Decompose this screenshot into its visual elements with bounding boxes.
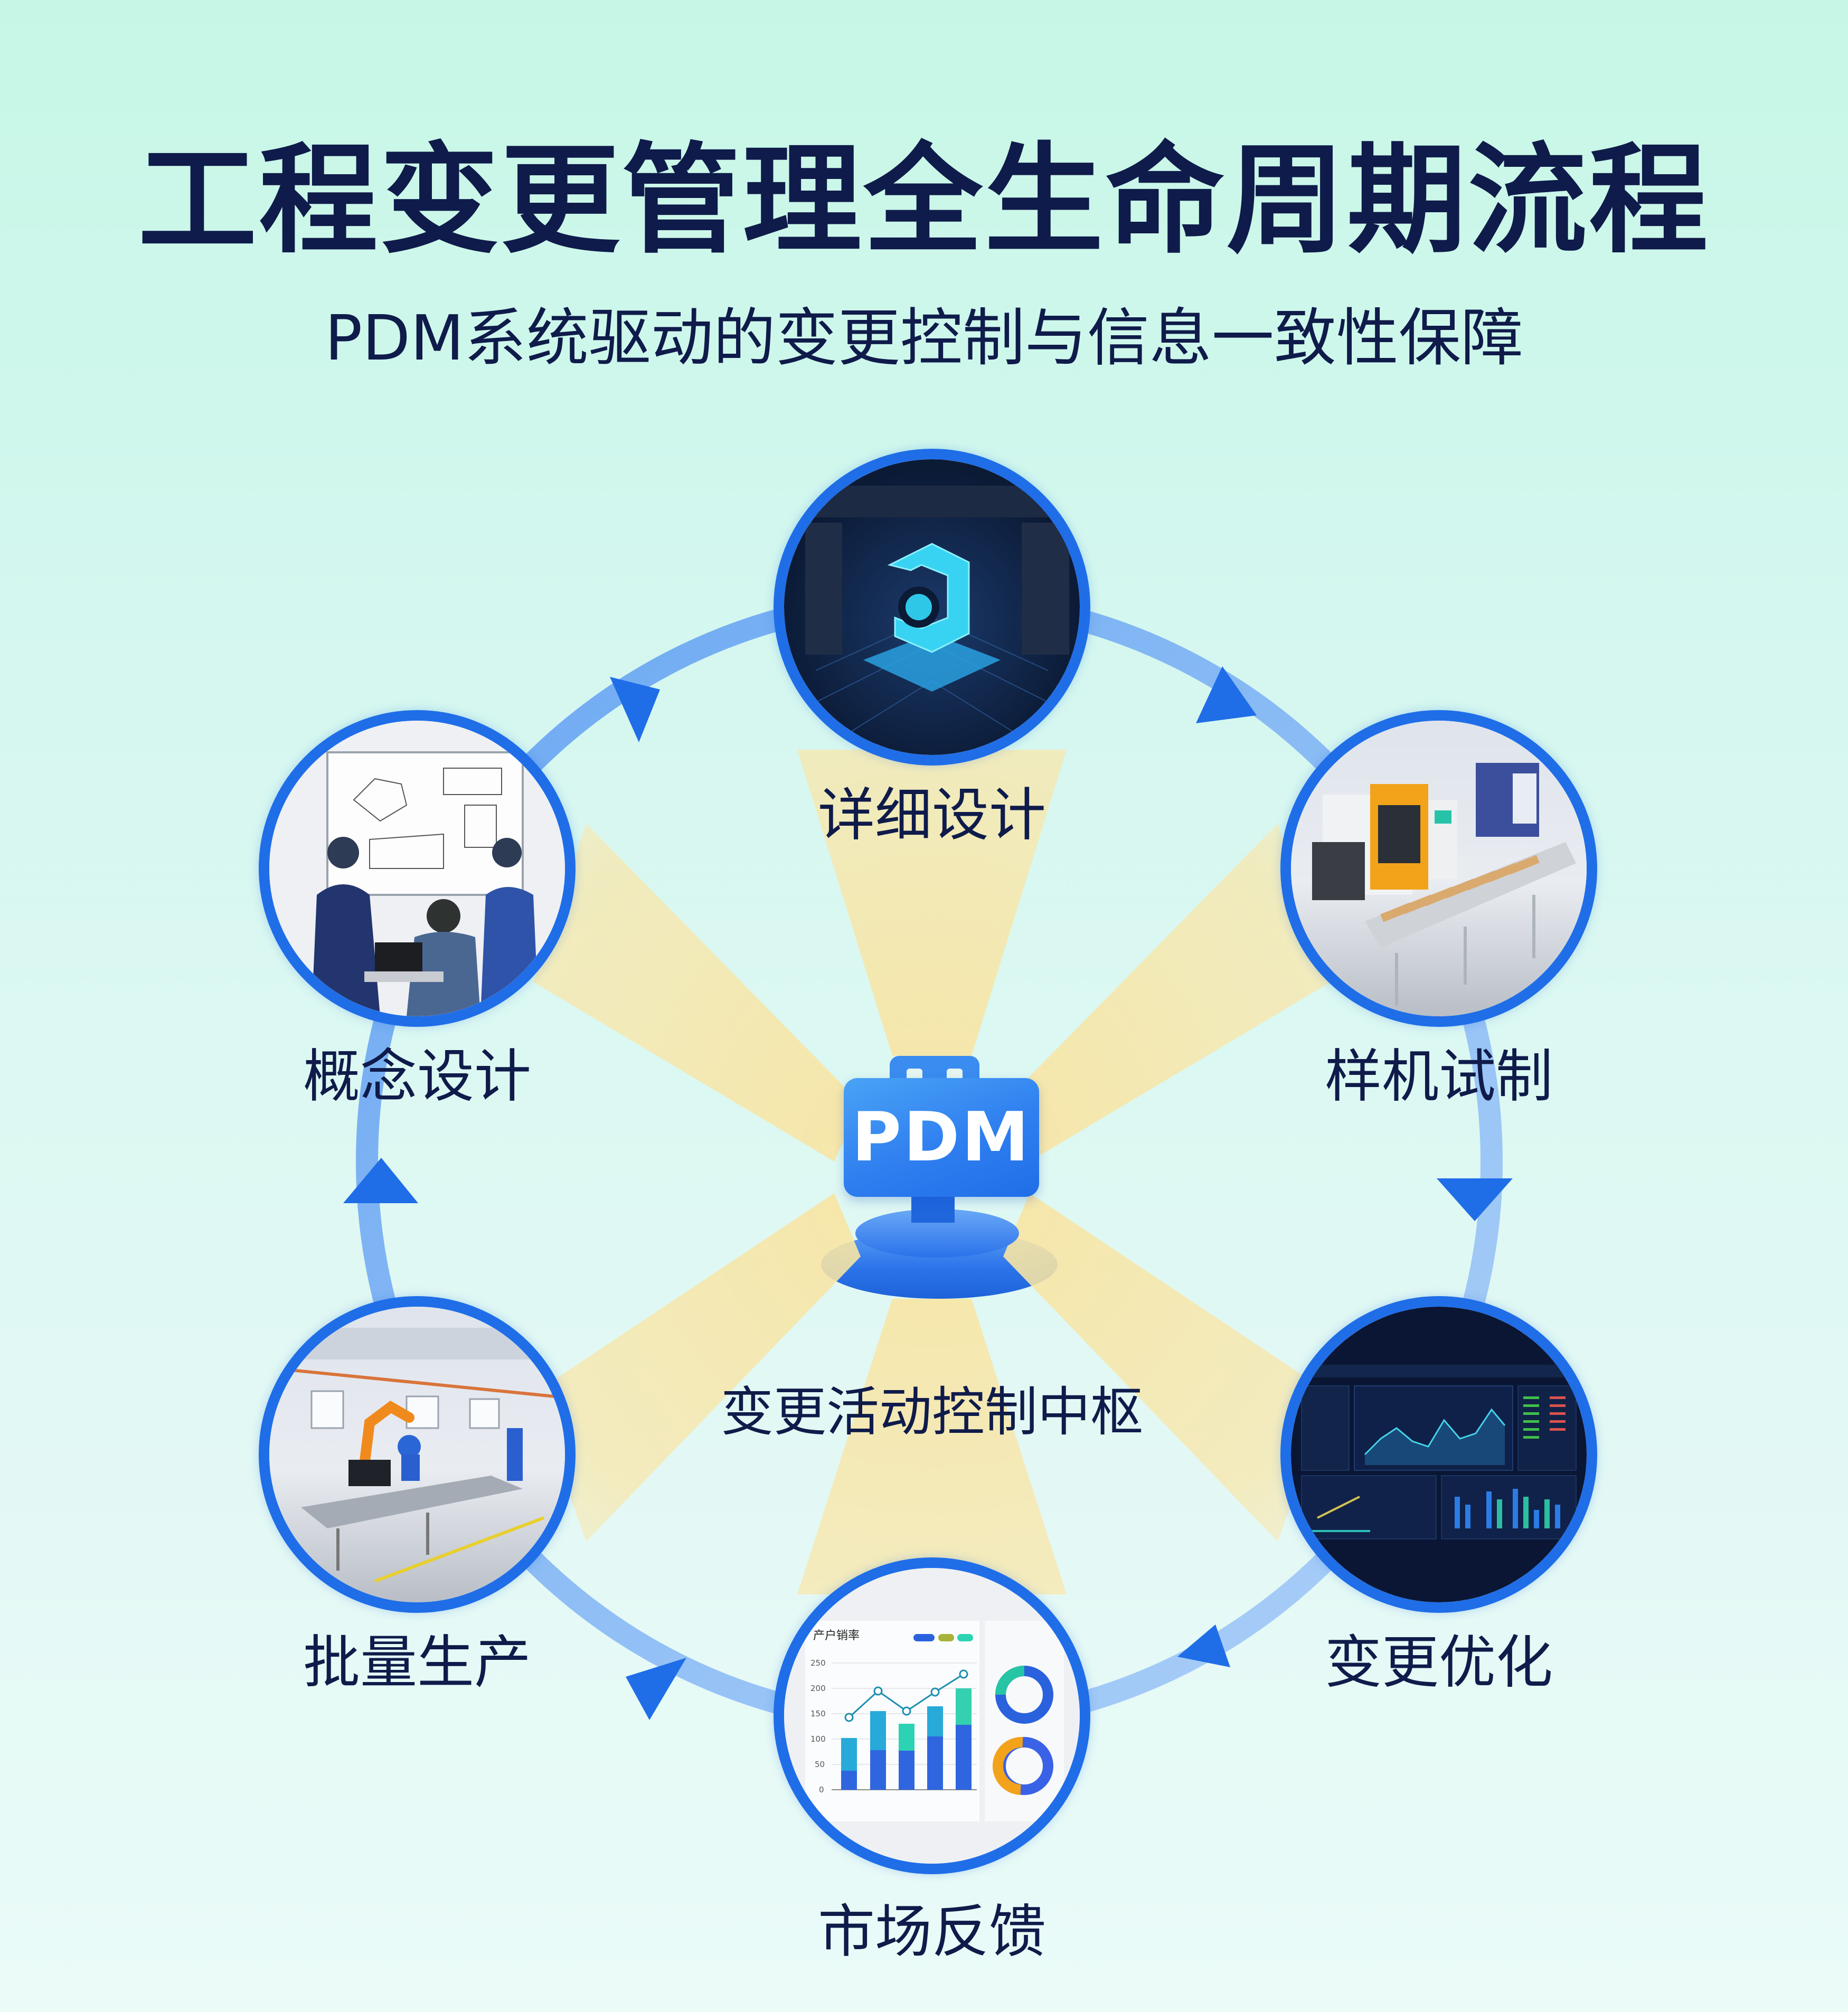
stage-market-feedback[interactable]: 产户销率 250 200 150 100 50 0	[774, 1557, 1090, 1874]
light-rays	[533, 750, 1331, 1594]
arrow-down-left-icon	[1177, 1624, 1230, 1667]
svg-text:150: 150	[810, 1709, 826, 1718]
factory-line-image	[269, 1307, 565, 1602]
arrow-down-icon	[1437, 1178, 1513, 1221]
stage-label-mass-production: 批量生产	[303, 1630, 531, 1696]
stage-detailed-design[interactable]	[774, 449, 1090, 766]
pdm-hub[interactable]: PDM	[803, 1051, 1067, 1315]
arrow-up-icon	[343, 1158, 418, 1203]
stage-change-optimization[interactable]	[1280, 1296, 1597, 1613]
page-title: 工程变更管理全生命周期流程	[138, 131, 1710, 270]
analytics-dashboard-image	[1291, 1307, 1587, 1602]
stage-concept-design[interactable]	[259, 710, 576, 1027]
stage-label-market-feedback: 市场反馈	[817, 1899, 1046, 1965]
arrow-left-icon	[626, 1658, 686, 1720]
svg-text:50: 50	[815, 1760, 825, 1769]
pdm-stand	[911, 1196, 955, 1223]
cad-model-image	[784, 459, 1080, 755]
svg-text:0: 0	[819, 1785, 824, 1794]
pdm-icon-text: PDM	[852, 1098, 1031, 1177]
hub-label: 变更活动控制中枢	[721, 1381, 1143, 1443]
team-whiteboard-image	[269, 721, 565, 1016]
page-subtitle: PDM系统驱动的变更控制与信息一致性保障	[325, 301, 1523, 374]
svg-text:250: 250	[810, 1658, 826, 1668]
arrow-up-right-icon	[610, 677, 660, 742]
stage-label-detailed-design: 详细设计	[817, 782, 1046, 848]
svg-text:200: 200	[810, 1684, 826, 1693]
sales-chart-image: 产户销率 250 200 150 100 50 0	[784, 1568, 1080, 1864]
stage-prototype[interactable]	[1280, 710, 1597, 1027]
mini-chart-title: 产户销率	[813, 1629, 860, 1642]
stage-label-prototype: 样机试制	[1324, 1044, 1553, 1110]
stage-label-change-optimization: 变更优化	[1324, 1630, 1553, 1696]
cnc-machine-image	[1291, 721, 1587, 1016]
stage-label-concept-design: 概念设计	[303, 1044, 531, 1110]
stage-mass-production[interactable]	[259, 1296, 576, 1613]
svg-text:100: 100	[810, 1734, 826, 1744]
cycle-arrows	[343, 666, 1513, 1720]
pdm-server-icon: PDM	[844, 1078, 1039, 1197]
arrow-down-right-icon	[1196, 666, 1257, 723]
